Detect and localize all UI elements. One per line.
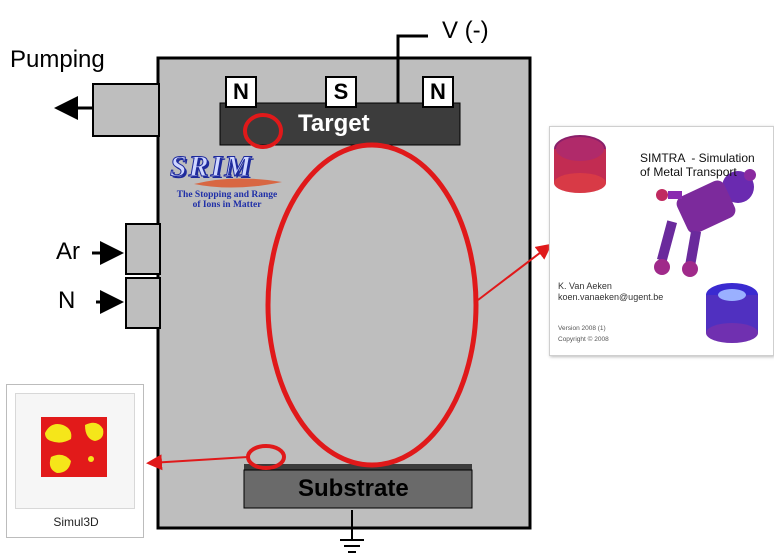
srim-logo-subtitle-1: The Stopping and Range <box>176 190 278 200</box>
simtra-title-line2: of Metal Transport <box>640 165 737 179</box>
pumping-port <box>92 83 160 137</box>
voltage-lead <box>396 34 428 103</box>
srim-logo-splash <box>194 178 282 188</box>
simtra-email: koen.vanaeken@ugent.be <box>558 292 664 302</box>
substrate-label: Substrate <box>298 475 409 502</box>
srim-logo: SRIM The Stopping and Range of Ions in M… <box>164 150 290 210</box>
magnet-north-right: N <box>422 76 454 108</box>
nitrogen-label: N <box>58 287 76 314</box>
transport-region-ellipse <box>265 142 479 468</box>
argon-port <box>125 223 161 275</box>
simtra-version: Version 2008 (1) <box>558 325 606 332</box>
srim-logo-subtitle-2: of Ions in Matter <box>192 200 262 210</box>
simtra-renders <box>554 135 758 343</box>
simtra-panel: SIMTRA - Simulation of Metal Transport K… <box>549 126 774 356</box>
ring-render-icon <box>706 283 758 343</box>
pointer-to-simtra <box>477 243 553 301</box>
target-label: Target <box>298 110 370 137</box>
target-highlight-circle <box>243 113 283 149</box>
target-bar <box>219 102 461 146</box>
pointer-to-simul3d <box>146 454 249 471</box>
simul3d-panel: Simul3D <box>6 384 144 538</box>
simtra-author: K. Van Aeken <box>558 281 612 291</box>
srim-logo-title: SRIM <box>170 150 254 184</box>
substrate-bar <box>243 469 473 509</box>
cylinder-render-icon <box>554 135 606 193</box>
simtra-copyright: Copyright © 2008 <box>558 336 609 343</box>
pumping-label: Pumping <box>10 46 105 73</box>
nitrogen-port <box>125 277 161 329</box>
substrate-holder <box>244 464 472 472</box>
voltage-label: V (-) <box>442 17 489 44</box>
simul3d-caption: Simul3D <box>53 515 99 529</box>
argon-label: Ar <box>56 238 80 265</box>
simul3d-icon <box>41 417 107 477</box>
magnet-south: S <box>325 76 357 108</box>
robot-render-icon <box>654 169 756 277</box>
magnet-north-left: N <box>225 76 257 108</box>
simtra-title-line1: SIMTRA - Simulation <box>640 151 755 165</box>
